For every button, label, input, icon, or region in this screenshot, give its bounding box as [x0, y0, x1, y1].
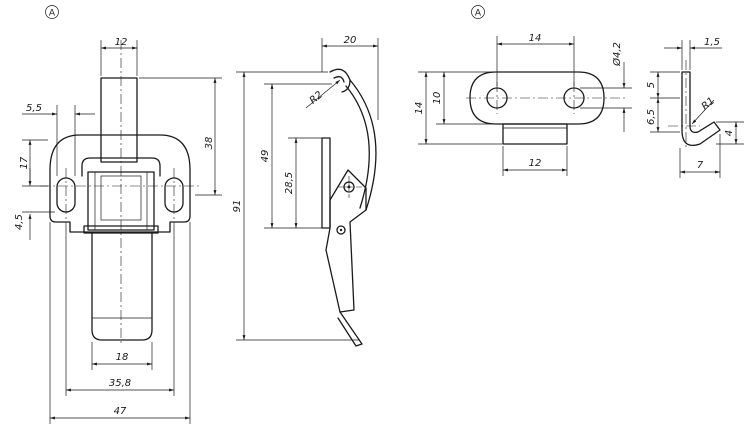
- detail-top-view: [466, 71, 628, 145]
- svg-text:6,5: 6,5: [646, 109, 657, 125]
- svg-text:49: 49: [260, 150, 271, 163]
- svg-text:14: 14: [414, 102, 425, 115]
- svg-text:4,5: 4,5: [14, 214, 25, 230]
- detail-side-dimensions: 1,5 5 6,5 R1 4 7: [646, 37, 744, 178]
- svg-text:5,5: 5,5: [26, 103, 42, 114]
- svg-text:A: A: [475, 9, 482, 19]
- front-dimensions: 12 5,5 38 17 4,5 18 35,8: [14, 37, 222, 424]
- svg-text:38: 38: [204, 137, 215, 150]
- side-view: [321, 68, 377, 347]
- svg-text:12: 12: [529, 158, 542, 169]
- detail-side-view: [668, 60, 721, 150]
- svg-text:91: 91: [232, 200, 243, 213]
- svg-text:47: 47: [114, 406, 127, 417]
- svg-text:14: 14: [529, 33, 542, 44]
- svg-text:12: 12: [115, 37, 128, 48]
- svg-text:R1: R1: [700, 96, 717, 113]
- svg-text:28,5: 28,5: [284, 172, 295, 194]
- svg-text:A: A: [49, 9, 56, 19]
- svg-text:4: 4: [724, 130, 735, 136]
- svg-text:7: 7: [697, 160, 704, 171]
- svg-text:35,8: 35,8: [109, 378, 131, 389]
- detail-top-dimensions: 14 Ø4,2 14 10 12: [414, 33, 632, 176]
- svg-text:20: 20: [344, 35, 357, 46]
- view-marker-detail: A: [471, 5, 485, 19]
- side-dimensions: 20 R2 91 49 28,5: [232, 35, 379, 341]
- front-view: [40, 40, 200, 345]
- svg-text:5: 5: [646, 82, 657, 88]
- view-marker-main: A: [45, 5, 59, 19]
- svg-text:18: 18: [116, 352, 129, 363]
- svg-text:Ø4,2: Ø4,2: [611, 42, 623, 67]
- svg-text:17: 17: [19, 156, 30, 169]
- svg-text:10: 10: [432, 92, 443, 105]
- svg-text:1,5: 1,5: [704, 37, 720, 48]
